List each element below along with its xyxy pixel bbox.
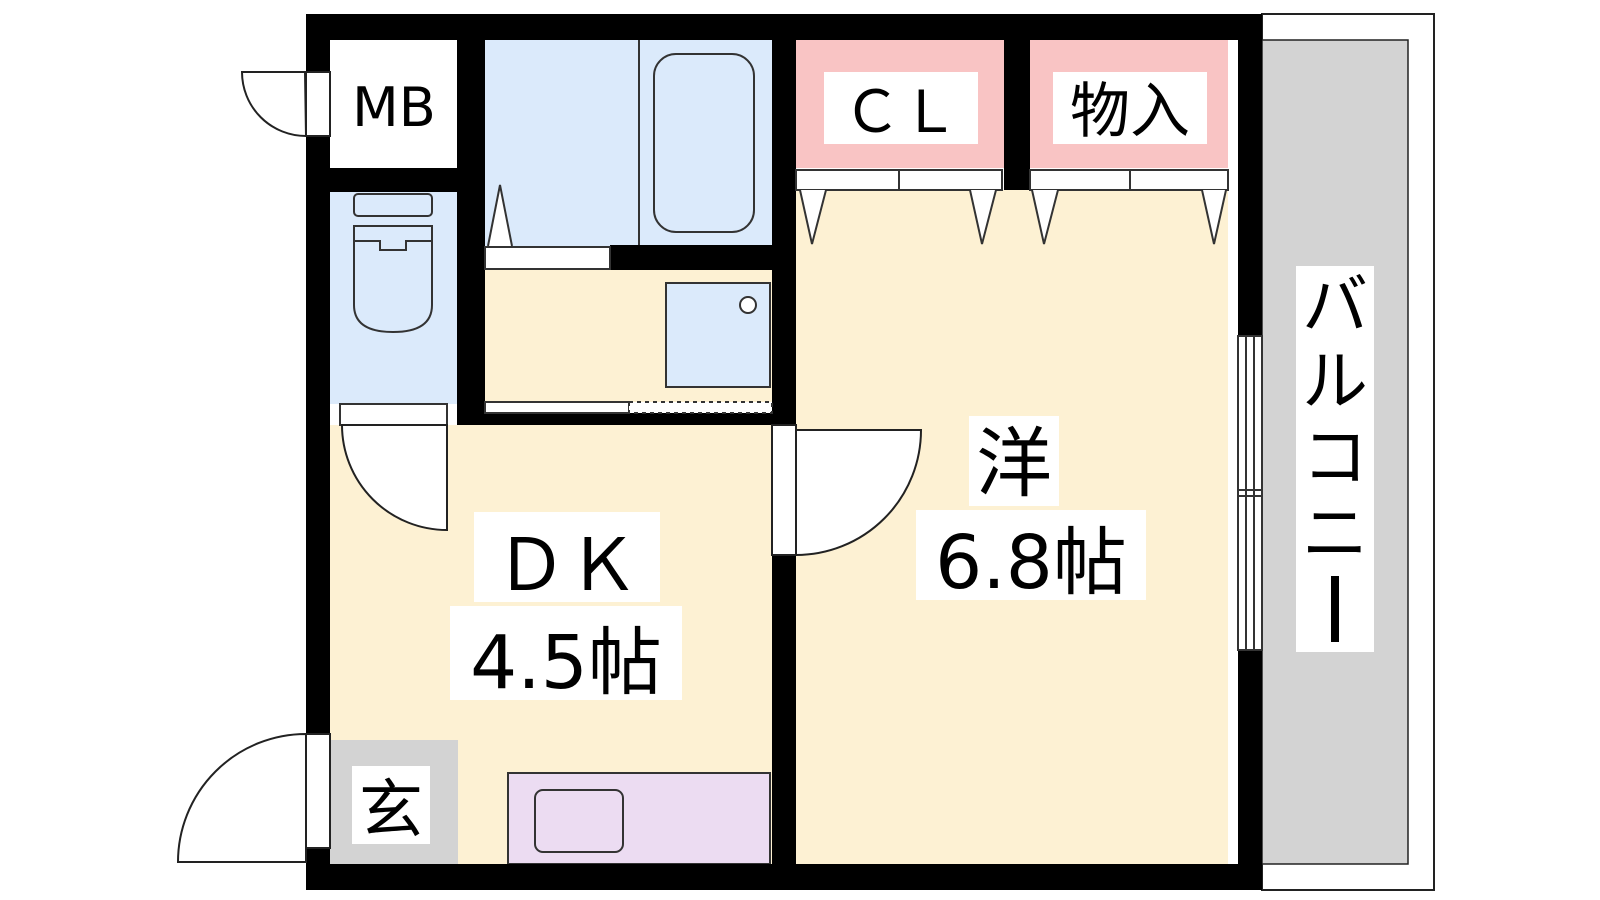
balcony-char-1: バ: [1302, 267, 1368, 344]
window: [1237, 335, 1263, 651]
kitchen-sink: [534, 789, 624, 853]
western-room-size-bg: [916, 510, 1146, 600]
toilet-bowl: [353, 225, 433, 334]
walls: [306, 14, 1262, 890]
dk-label-bg: [474, 512, 660, 602]
entrance-label-bg: [352, 766, 430, 844]
western-room-size: 6.8帖: [935, 520, 1127, 606]
balcony-char-3: コ: [1302, 419, 1368, 496]
entrance-label: 玄: [359, 774, 423, 848]
swing-doors: [176, 71, 923, 863]
mb-label: MB: [352, 76, 436, 139]
wash-sliding-door: [484, 401, 630, 414]
bathtub: [653, 53, 755, 233]
closet-doors: [795, 169, 1229, 245]
balcony-char-5-bar: [1331, 576, 1339, 642]
drain-icon: [739, 296, 757, 314]
balcony-char-5: ー: [1302, 571, 1368, 648]
dk-size-bg: [450, 606, 682, 700]
wash-sliding-door-2: [628, 401, 773, 414]
toilet-tank: [353, 193, 433, 217]
washing-machine: [665, 282, 771, 388]
toilet-door-frame: [339, 403, 448, 426]
storage-label: 物入: [1070, 77, 1190, 147]
toilet-seat-line: [354, 240, 432, 251]
balcony-char-4: ニ: [1302, 495, 1368, 572]
balcony-char-2: ル: [1302, 343, 1368, 420]
western-room-type: 洋: [976, 419, 1052, 508]
closet-label-bg: [824, 72, 978, 144]
mb-label-bg: [354, 72, 434, 136]
bath-step: [484, 246, 611, 270]
dk-type: ＤＫ: [495, 523, 639, 607]
storage-label-bg: [1053, 72, 1207, 144]
dk-size: 4.5帖: [470, 620, 662, 706]
western-room-label-bg: [969, 416, 1059, 506]
bathroom-divider: [638, 40, 640, 245]
closet-label: ＣＬ: [843, 78, 959, 146]
bath-door: [487, 184, 513, 247]
